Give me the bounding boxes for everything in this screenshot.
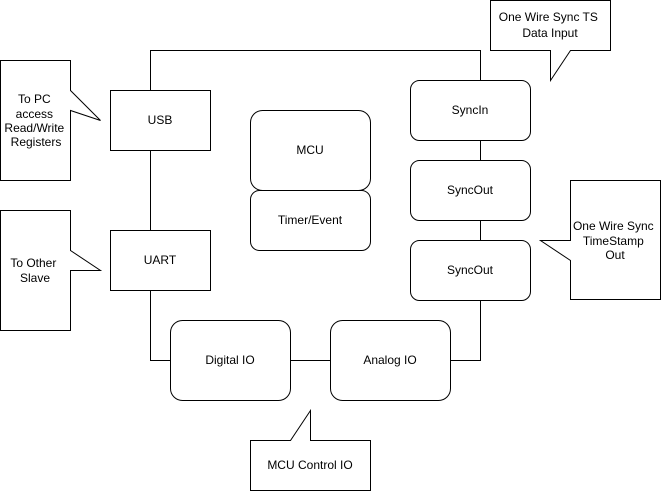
callout-other-slave: To Other Slave	[0, 210, 103, 331]
callout-line: Out	[605, 248, 625, 262]
callout-pc-access-shape	[0, 60, 101, 181]
callout-line: Data Input	[522, 26, 578, 40]
node-uart-label: UART	[144, 253, 177, 267]
connector-usb-to-syncin	[150, 50, 481, 90]
callout-line: One Wire Sync TS	[499, 10, 598, 24]
callout-other-slave-text: To Other Slave	[10, 256, 59, 285]
node-analog-io-label: Analog IO	[363, 353, 416, 367]
callout-sync-ts-out-text: One Wire Sync TimeStamp Out	[573, 219, 657, 262]
node-timer-event: Timer/Event	[250, 190, 371, 251]
callout-line: To Other	[10, 256, 56, 270]
connector-lines	[150, 50, 481, 361]
node-digital-io-label: Digital IO	[205, 353, 254, 367]
node-syncout-1-label: SyncOut	[447, 183, 494, 197]
node-mcu: MCU	[250, 110, 371, 191]
node-usb: USB	[110, 90, 211, 151]
connector-uart-to-digital-io	[150, 290, 170, 361]
callout-sync-ts-input-shape	[490, 0, 611, 83]
node-uart: UART	[110, 230, 211, 291]
callout-mcu-control-io: MCU Control IO	[250, 408, 371, 491]
node-usb-label: USB	[148, 113, 173, 127]
callout-sync-ts-out: One Wire Sync TimeStamp Out	[538, 180, 661, 300]
callout-sync-ts-input-text: One Wire Sync TS Data Input	[499, 10, 601, 40]
callout-sync-ts-input: One Wire Sync TS Data Input	[490, 0, 611, 83]
callout-pc-access: To PC access Read/Write Registers	[0, 60, 101, 181]
node-syncin-label: SyncIn	[452, 103, 489, 117]
node-timer-event-label: Timer/Event	[278, 213, 343, 227]
callout-mcu-control-io-shape	[250, 408, 371, 491]
node-syncout-2: SyncOut	[410, 240, 531, 301]
callout-mcu-control-io-text: MCU Control IO	[267, 458, 352, 472]
callout-line: access	[16, 107, 53, 121]
callout-line: Registers	[11, 135, 62, 149]
callout-line: Read/Write	[4, 121, 64, 135]
node-syncin: SyncIn	[410, 80, 531, 141]
node-syncout-2-label: SyncOut	[447, 263, 494, 277]
callout-line: TimeStamp	[583, 234, 644, 248]
node-mcu-label: MCU	[296, 143, 323, 157]
node-syncout-1: SyncOut	[410, 160, 531, 221]
callout-line: To PC	[18, 92, 51, 106]
callout-line: MCU Control IO	[267, 458, 352, 472]
node-analog-io: Analog IO	[330, 320, 451, 401]
callout-line: One Wire Sync	[573, 219, 654, 233]
node-digital-io: Digital IO	[170, 320, 291, 401]
callout-other-slave-shape	[0, 210, 103, 331]
callout-line: Slave	[20, 271, 50, 285]
connector-analog-io-to-syncout	[450, 300, 481, 361]
callout-pc-access-text: To PC access Read/Write Registers	[4, 92, 67, 149]
